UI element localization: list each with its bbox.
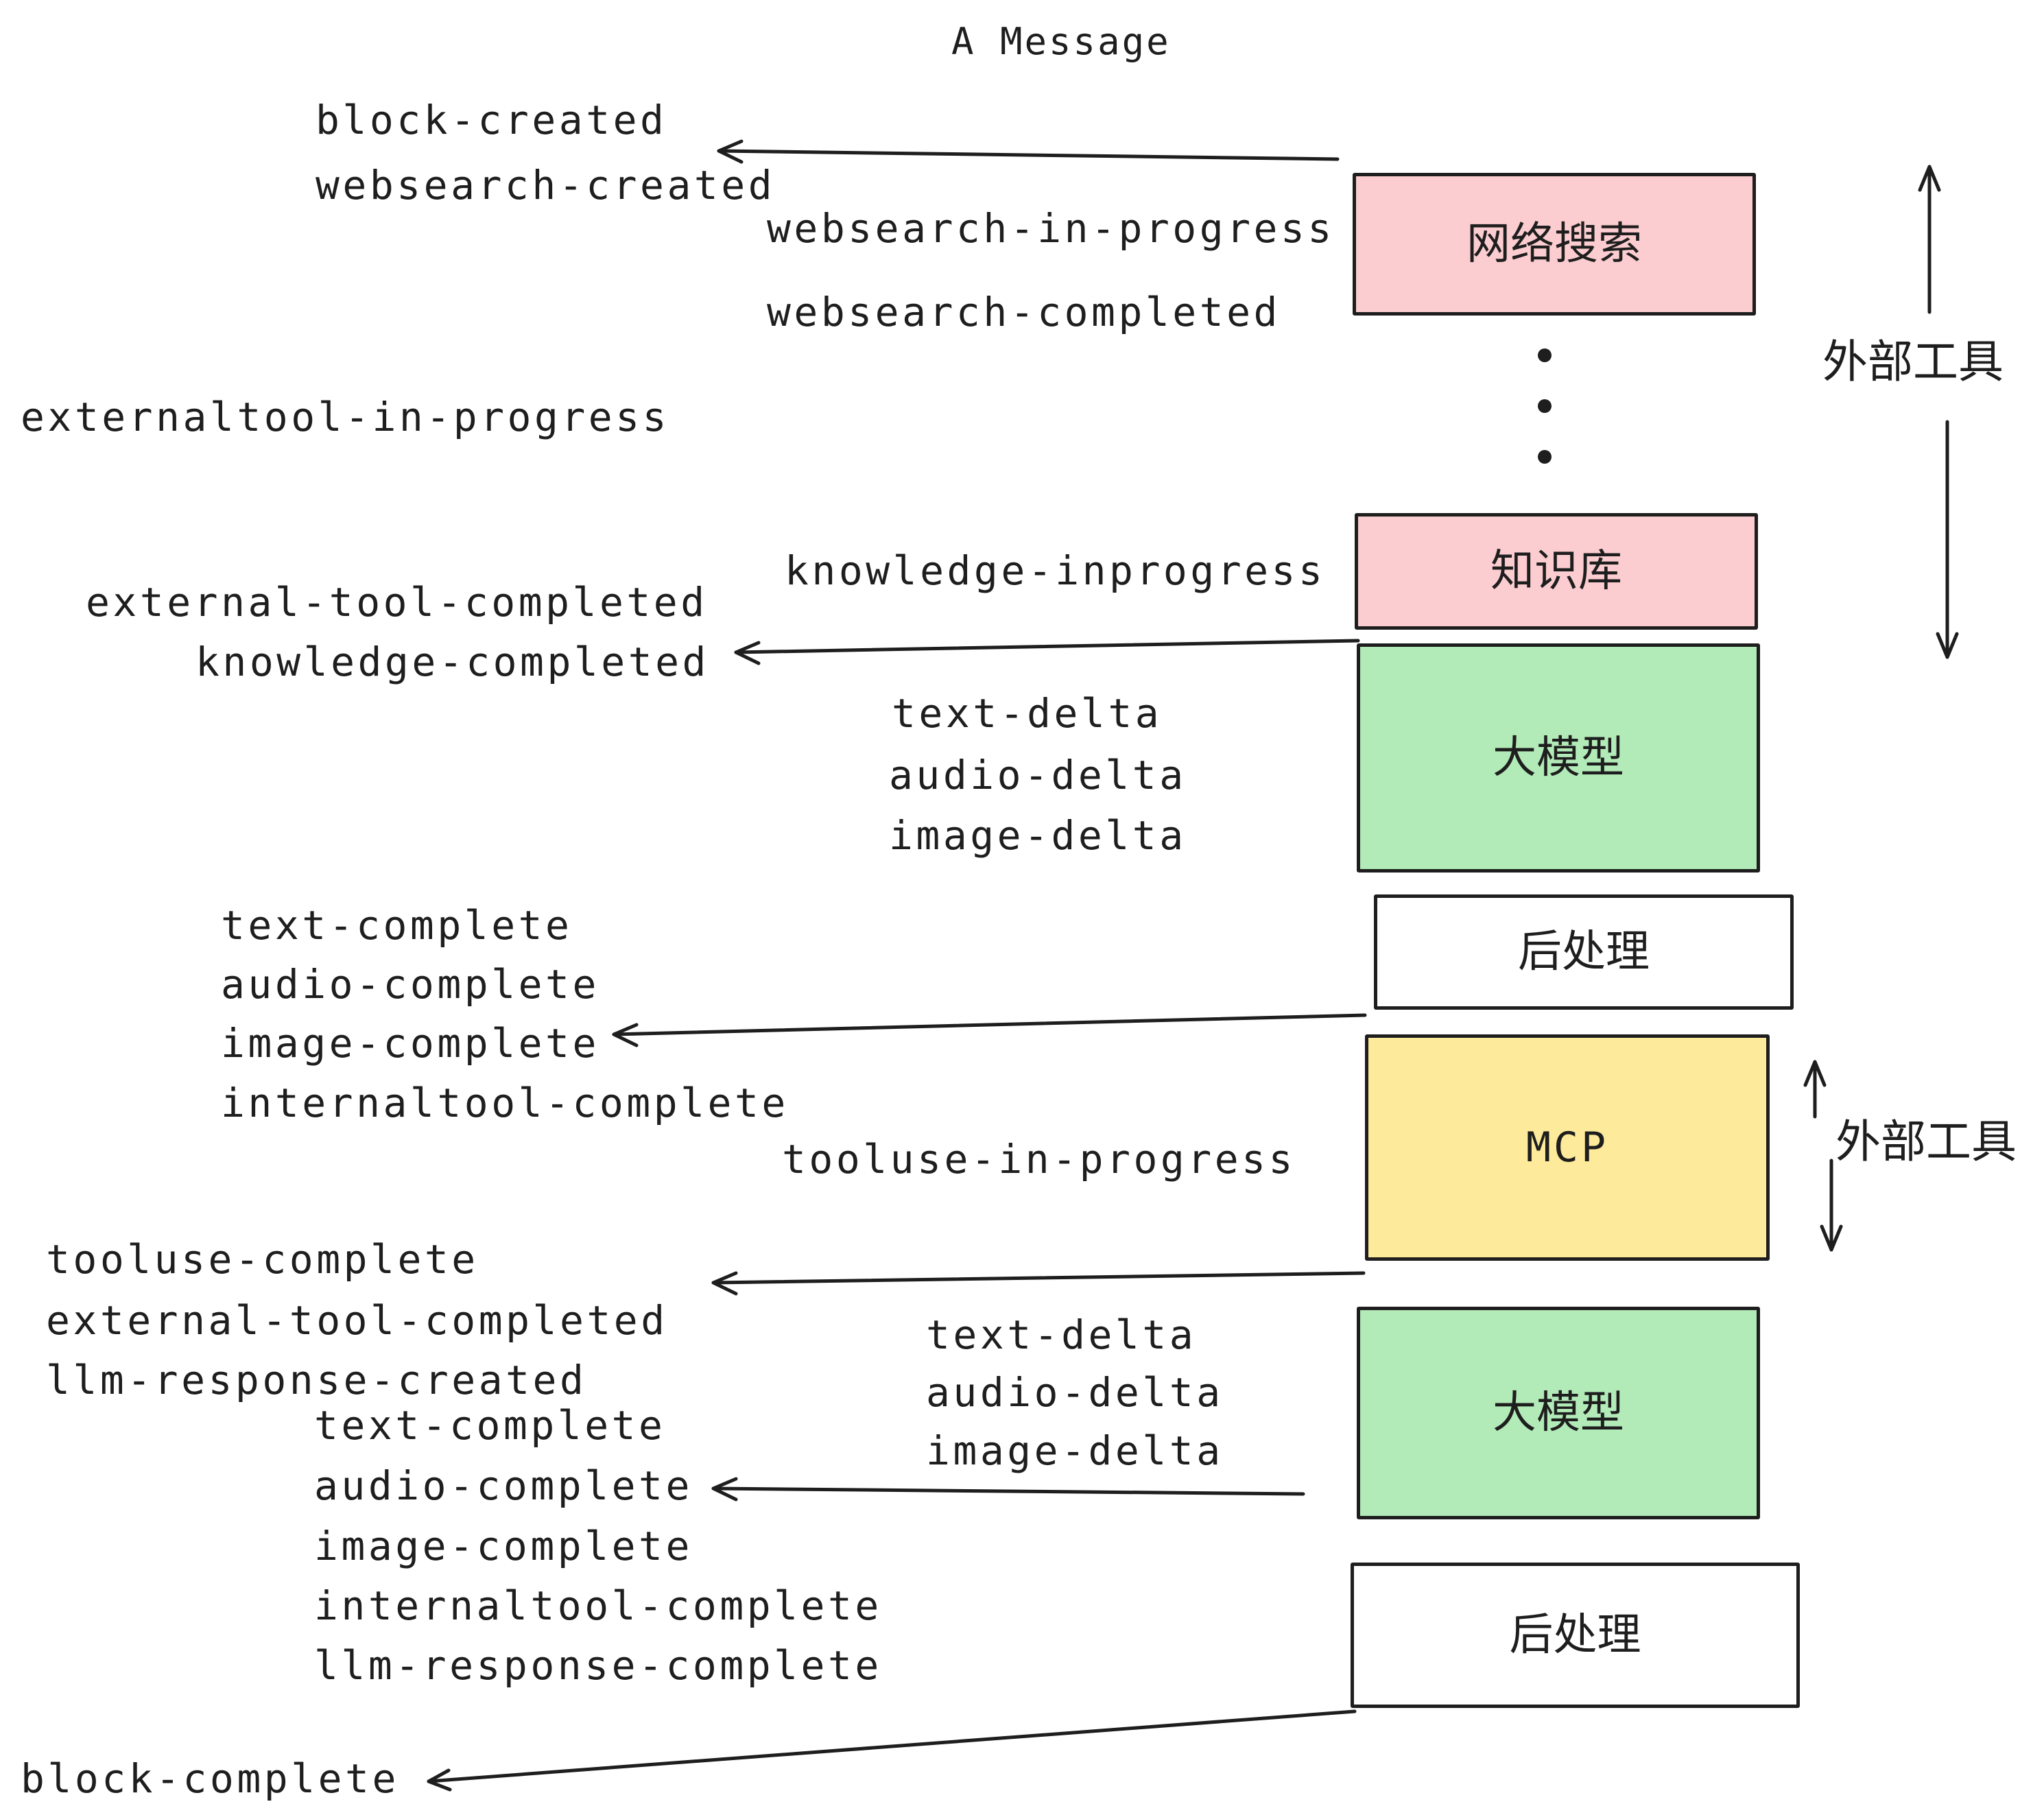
box-llm-1-label: 大模型 bbox=[1493, 732, 1624, 783]
mcp-external-tools-up-arrow bbox=[1803, 1060, 1827, 1119]
arrow-llm2-to-audio-complete bbox=[711, 1477, 1305, 1502]
box-llm-2-label: 大模型 bbox=[1493, 1387, 1624, 1438]
event-audio-complete-2: audio-complete bbox=[314, 1462, 693, 1509]
event-text-complete-2: text-complete bbox=[314, 1402, 666, 1449]
event-block-complete: block-complete bbox=[21, 1755, 399, 1802]
box-mcp: MCP bbox=[1365, 1034, 1770, 1261]
event-image-delta: image-delta bbox=[889, 812, 1187, 859]
event-audio-delta-2: audio-delta bbox=[926, 1369, 1224, 1416]
event-externaltool-in-progress: externaltool-in-progress bbox=[21, 394, 670, 440]
box-postprocess-2-label: 后处理 bbox=[1509, 1609, 1641, 1661]
event-image-complete: image-complete bbox=[221, 1020, 599, 1067]
event-external-tool-completed-2: external-tool-completed bbox=[46, 1297, 668, 1344]
box-websearch: 网络搜索 bbox=[1353, 173, 1756, 316]
event-tooluse-in-progress: tooluse-in-progress bbox=[782, 1136, 1296, 1183]
box-postprocess-1-label: 后处理 bbox=[1518, 926, 1650, 977]
event-tooluse-complete: tooluse-complete bbox=[46, 1236, 479, 1283]
arrow-mcp-to-image-complete bbox=[612, 1013, 1367, 1047]
box-mcp-label: MCP bbox=[1525, 1124, 1609, 1172]
event-websearch-completed: websearch-completed bbox=[767, 289, 1281, 335]
arrow-llm2-to-tooluse-complete bbox=[711, 1271, 1366, 1296]
box-websearch-label: 网络搜索 bbox=[1466, 218, 1642, 270]
ellipsis-dots bbox=[1538, 348, 1552, 464]
event-text-complete: text-complete bbox=[221, 902, 573, 949]
box-postprocess-2: 后处理 bbox=[1351, 1563, 1800, 1708]
external-tools-label-mcp: 外部工具 bbox=[1835, 1115, 2017, 1168]
external-tools-down-arrow bbox=[1936, 420, 1959, 659]
event-knowledge-inprogress: knowledge-inprogress bbox=[785, 547, 1326, 594]
box-knowledge: 知识库 bbox=[1355, 513, 1758, 630]
event-text-delta-2: text-delta bbox=[926, 1312, 1197, 1358]
event-llm-response-created: llm-response-created bbox=[46, 1357, 587, 1403]
arrow-websearch-to-block-created bbox=[717, 139, 1340, 164]
event-websearch-created: websearch-created bbox=[316, 162, 776, 209]
box-llm-2: 大模型 bbox=[1357, 1307, 1760, 1519]
event-llm-response-complete: llm-response-complete bbox=[314, 1642, 882, 1689]
box-postprocess-1: 后处理 bbox=[1374, 894, 1794, 1010]
external-tools-up-arrow bbox=[1918, 165, 1941, 314]
mcp-external-tools-down-arrow bbox=[1820, 1159, 1843, 1252]
box-llm-1: 大模型 bbox=[1357, 643, 1760, 873]
page-title: A Message bbox=[951, 20, 1171, 63]
event-text-delta: text-delta bbox=[892, 690, 1163, 737]
event-audio-delta: audio-delta bbox=[889, 752, 1187, 798]
event-internaltool-complete: internaltool-complete bbox=[221, 1080, 789, 1126]
event-internaltool-complete-2: internaltool-complete bbox=[314, 1582, 882, 1629]
event-audio-complete: audio-complete bbox=[221, 961, 599, 1008]
event-image-complete-2: image-complete bbox=[314, 1523, 693, 1569]
arrow-llm-to-knowledge-completed bbox=[734, 639, 1360, 665]
arrow-post2-to-block-complete bbox=[427, 1709, 1357, 1792]
event-external-tool-completed: external-tool-completed bbox=[86, 579, 708, 626]
event-block-created: block-created bbox=[316, 97, 667, 143]
box-knowledge-label: 知识库 bbox=[1490, 545, 1622, 597]
event-websearch-in-progress: websearch-in-progress bbox=[767, 205, 1335, 252]
external-tools-label-top: 外部工具 bbox=[1822, 335, 2004, 388]
event-knowledge-completed: knowledge-completed bbox=[195, 639, 709, 685]
event-image-delta-2: image-delta bbox=[926, 1427, 1224, 1474]
